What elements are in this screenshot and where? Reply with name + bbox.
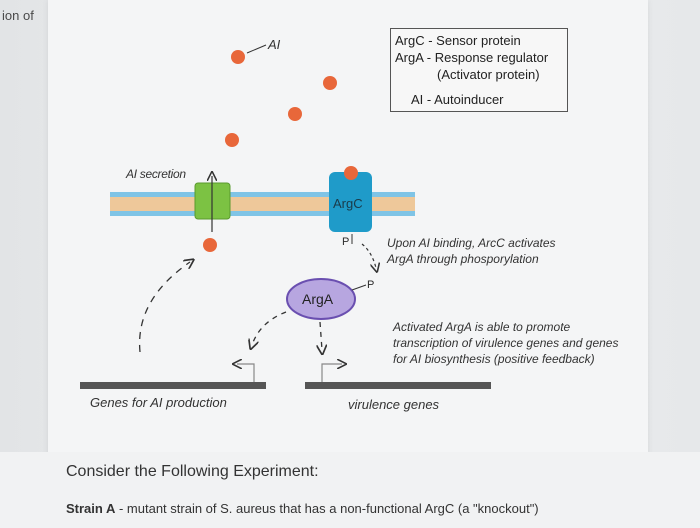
legend-argc: ArgC - Sensor protein	[395, 33, 521, 48]
ai-molecule	[203, 238, 217, 252]
arga-label: ArgA	[302, 291, 334, 307]
ai-genes-promoter	[237, 364, 255, 382]
strain-a-label: Strain A	[66, 501, 116, 516]
ai-production-arrow	[138, 262, 190, 353]
argc-sensor-protein	[329, 172, 372, 232]
ai-molecule	[288, 107, 302, 121]
ai-molecule	[323, 76, 337, 90]
arga-to-virulence-arrow	[320, 321, 322, 350]
virulence-genes-dna	[305, 382, 491, 389]
virulence-genes-label: virulence genes	[348, 397, 440, 412]
virulence-promoter	[321, 364, 342, 382]
arga-response-regulator	[286, 278, 356, 320]
legend-box: ArgC - Sensor protein ArgA - Response re…	[390, 28, 568, 112]
experiment-heading: Consider the Following Experiment:	[66, 463, 319, 480]
strain-a-text: - mutant strain of S. aureus that has a …	[115, 501, 539, 516]
binding-note-line1: Upon AI binding, ArcC activates	[387, 236, 556, 250]
activated-note-line1: Activated ArgA is able to promote	[393, 320, 571, 334]
ai-molecule	[225, 133, 239, 147]
phospho-transfer-arrow	[361, 243, 376, 268]
activated-note-line3: for AI biosynthesis (positive feedback)	[393, 352, 595, 366]
ai-molecule	[344, 166, 358, 180]
ai-label-pointer	[246, 44, 267, 54]
legend-ai: AI - Autoinducer	[411, 92, 504, 107]
ai-secretion-label: AI secretion	[126, 167, 186, 181]
arga-to-ai-genes-arrow	[252, 311, 287, 345]
ai-genes-dna	[80, 382, 266, 389]
phosphate-label-argc: P	[342, 236, 350, 248]
phospho-bond-arga	[351, 284, 367, 291]
phosphate-label-arga: P	[367, 279, 375, 291]
legend-arga: ArgA - Response regulator	[395, 50, 549, 65]
cropped-heading-fragment: ion of	[2, 8, 34, 23]
ai-molecule	[231, 50, 245, 64]
activated-note-line2: transcription of virulence genes and gen…	[393, 336, 619, 350]
text-area	[0, 452, 700, 528]
legend-activator: (Activator protein)	[437, 67, 540, 82]
ai-molecules	[203, 50, 358, 252]
argc-label: ArgC	[333, 196, 363, 211]
ai-genes-label: Genes for AI production	[90, 395, 227, 410]
binding-note-line2: ArgA through phosporylation	[387, 252, 539, 266]
strain-a-description: Strain A - mutant strain of S. aureus th…	[66, 501, 539, 516]
ai-label: AI	[268, 37, 281, 52]
